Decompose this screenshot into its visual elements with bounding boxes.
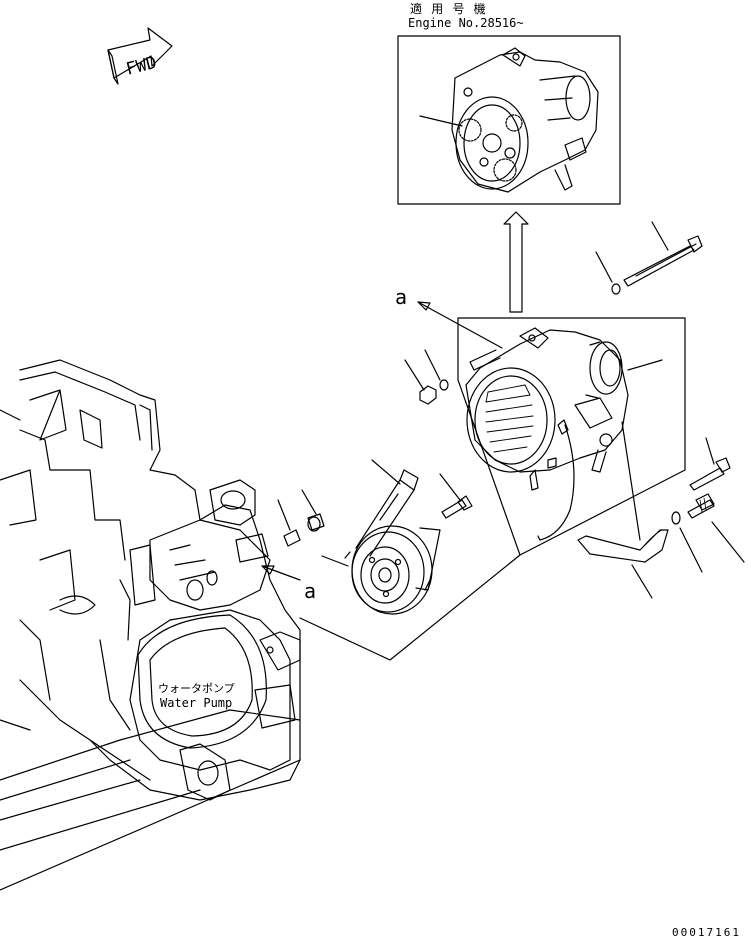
long-bolt-icon [623,221,703,287]
up-arrow-icon [503,211,529,313]
pulley-bolt-icon [439,473,473,519]
inset-applicability-box [397,35,621,205]
reference-arrow-lower: a [261,565,316,603]
bushing-icon [277,499,301,547]
bolt-right-lower-icon [687,493,745,563]
alternator-group-frame [457,317,686,556]
ref-mark-lower: a [304,579,316,603]
fwd-label: FWD [124,53,159,80]
bolt-right-upper-icon [689,437,731,491]
engine-block-icon [0,359,301,891]
applicability-heading: 適 用 号 機 [410,2,487,16]
spacer-icon [301,489,325,532]
assembly-link-lines [299,554,521,661]
engine-serial-label: Engine No.28516~ [408,16,524,30]
lock-washer-icon [424,349,449,391]
washer-right-icon [671,511,703,573]
v-belt-icon [355,459,441,591]
reference-arrow-upper: a [395,285,503,349]
alternator-icon [465,327,663,541]
alternator-inset-icon [419,47,599,193]
adjusting-bracket-icon [577,421,669,599]
water-pump-label-en: Water Pump [160,696,233,710]
water-pump-icon [129,609,301,801]
nut-icon [404,359,437,405]
pulley-icon [321,525,433,615]
water-pump-label-jp: ウォータポンプ [158,682,235,695]
fwd-arrow-icon: FWD [107,27,173,85]
drawing-number: 00017161 [672,926,741,939]
washer-icon [595,251,621,295]
ref-mark-upper: a [395,285,407,309]
